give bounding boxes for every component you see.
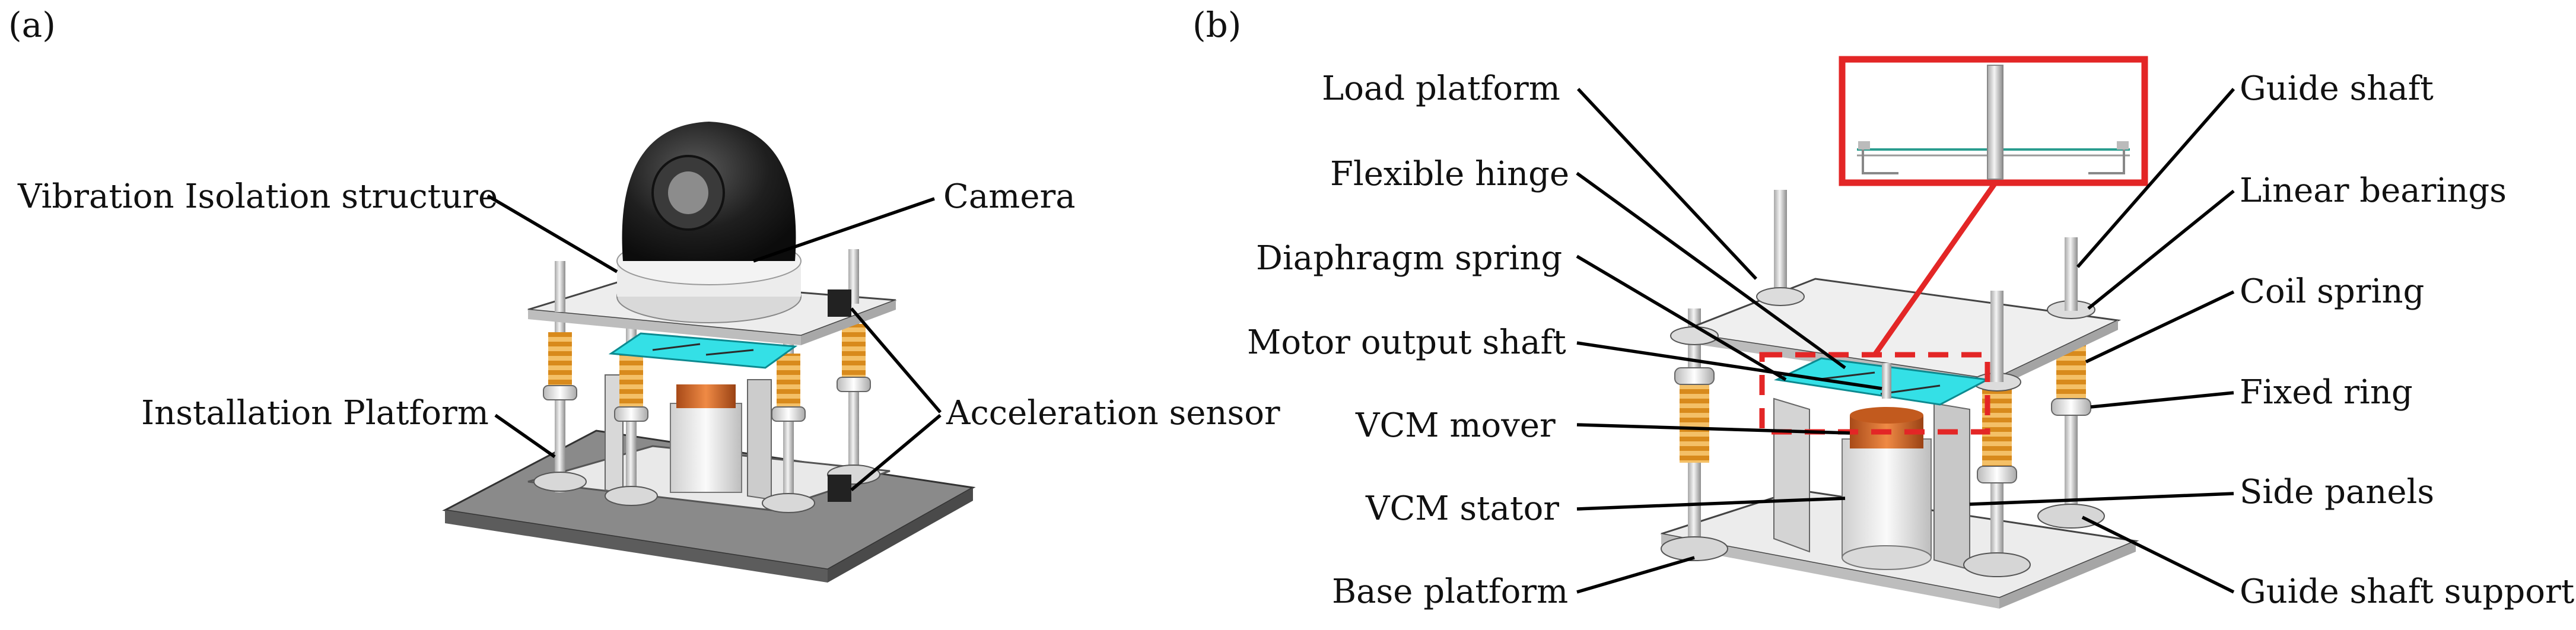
leader-motor-output-shaft	[1576, 341, 1882, 390]
zoom-inset-bracket-left	[1862, 149, 1898, 174]
hinge-a-slot-2	[705, 349, 754, 356]
vcm-stator-b	[1842, 438, 1932, 558]
leader-vibration-isolation	[486, 194, 618, 273]
leader-installation-platform	[494, 413, 556, 459]
leader-vcm-stator	[1576, 497, 1846, 511]
zoom-inset-bracket-right	[2088, 149, 2125, 174]
label-acceleration-sensor: Acceleration sensor	[946, 394, 1280, 432]
acceleration-sensor-bottom	[828, 475, 851, 502]
installation-platform-edge-side	[828, 488, 973, 583]
label-fixed-ring: Fixed ring	[2240, 373, 2413, 412]
acceleration-sensor-top	[828, 289, 851, 317]
guide-shaft-support-b-3	[2037, 504, 2105, 529]
leader-load-platform	[1576, 88, 1758, 280]
label-linear-bearings: Linear bearings	[2240, 171, 2507, 210]
hinge-a-slot-1	[652, 343, 701, 351]
guide-shaft-b-3-top	[1990, 291, 2003, 382]
label-guide-shaft: Guide shaft	[2240, 69, 2434, 108]
guide-shaft-support-a-2	[605, 486, 658, 506]
vcm-stator-b-bottom	[1842, 545, 1932, 570]
panel-a-label: (a)	[8, 5, 56, 45]
side-panel-b-left	[1773, 397, 1810, 553]
label-installation-platform: Installation Platform	[141, 394, 489, 432]
guide-shaft-a-1-top	[555, 261, 565, 312]
fixed-ring-a-2	[614, 406, 648, 422]
label-load-platform: Load platform	[1322, 69, 1560, 108]
guide-shaft-support-b-2	[1963, 552, 2031, 577]
label-base-platform: Base platform	[1332, 572, 1568, 611]
fixed-ring-a-3	[771, 406, 806, 422]
flexible-hinge-a	[608, 332, 798, 369]
label-vibration-isolation-structure: Vibration Isolation structure	[17, 177, 498, 216]
label-camera: Camera	[943, 177, 1076, 216]
camera-lens-inner	[668, 171, 708, 214]
guide-shaft-b-4-top	[2065, 237, 2078, 311]
side-panel-b-right	[1933, 402, 1970, 571]
coil-spring-a-3	[777, 354, 800, 410]
leader-camera	[753, 197, 935, 263]
side-panel-a-right	[747, 379, 772, 501]
leader-flexible-hinge	[1576, 171, 1846, 370]
coil-spring-a-2	[619, 354, 643, 410]
label-vcm-mover: VCM mover	[1355, 406, 1556, 445]
guide-shaft-support-a-3	[762, 493, 815, 513]
coil-spring-a-1	[548, 332, 572, 389]
leader-acceleration-sensor-bottom	[850, 413, 942, 492]
leader-coil-spring	[2085, 290, 2235, 364]
leader-side-panels	[1969, 492, 2234, 506]
label-coil-spring: Coil spring	[2240, 272, 2424, 311]
base-platform-b-edge-side	[1999, 541, 2136, 609]
fixed-ring-a-1	[543, 385, 577, 400]
load-platform-b-edge-side	[1993, 320, 2118, 389]
zoom-connector	[1872, 182, 1997, 357]
linear-bearing-b-1	[1756, 287, 1805, 306]
label-guide-shaft-support: Guide shaft support	[2240, 572, 2575, 611]
coil-spring-b-1	[1680, 380, 1709, 463]
setup-b-drawing	[1661, 56, 2148, 609]
fixed-ring-a-4	[837, 377, 871, 392]
leader-guide-shaft-support	[2081, 516, 2235, 594]
guide-shaft-support-a-1	[533, 472, 587, 492]
zoom-inset-shaft	[1987, 65, 2003, 180]
base-platform-b-edge-front	[1661, 534, 1999, 609]
load-platform-a-edge-front	[528, 310, 801, 345]
guide-shaft-support-b-1	[1661, 536, 1728, 561]
label-side-panels: Side panels	[2240, 473, 2434, 511]
leader-diaphragm-spring	[1576, 254, 1787, 381]
vcm-mover-a	[676, 384, 736, 408]
leader-base-platform	[1576, 556, 1695, 594]
fixed-ring-b-1	[1674, 367, 1715, 385]
leader-fixed-ring	[2090, 391, 2234, 409]
vcm-mover-b-top	[1850, 407, 1923, 424]
label-flexible-hinge: Flexible hinge	[1330, 155, 1569, 193]
leader-guide-shaft	[2076, 88, 2235, 268]
fixed-ring-b-2	[2051, 398, 2091, 416]
coil-spring-a-4	[842, 324, 866, 380]
fixed-ring-b-3	[1977, 466, 2017, 483]
zoom-inset-screw-right	[2117, 141, 2129, 149]
installation-platform-edge-front	[445, 510, 828, 583]
panel-b-label: (b)	[1192, 5, 1241, 45]
leader-acceleration-sensor-top	[850, 307, 942, 413]
leader-vcm-mover	[1576, 423, 1850, 435]
label-diaphragm-spring: Diaphragm spring	[1256, 239, 1562, 278]
motor-output-shaft-b	[1882, 363, 1891, 399]
label-motor-output-shaft: Motor output shaft	[1247, 323, 1566, 362]
leader-linear-bearings	[2087, 189, 2235, 310]
load-platform-a-edge-side	[801, 300, 896, 345]
zoom-inset-screw-left	[1858, 141, 1870, 149]
vcm-stator-a	[670, 403, 742, 493]
setup-a-drawing	[442, 122, 976, 583]
label-vcm-stator: VCM stator	[1365, 489, 1559, 528]
guide-shaft-b-2	[1774, 190, 1787, 303]
